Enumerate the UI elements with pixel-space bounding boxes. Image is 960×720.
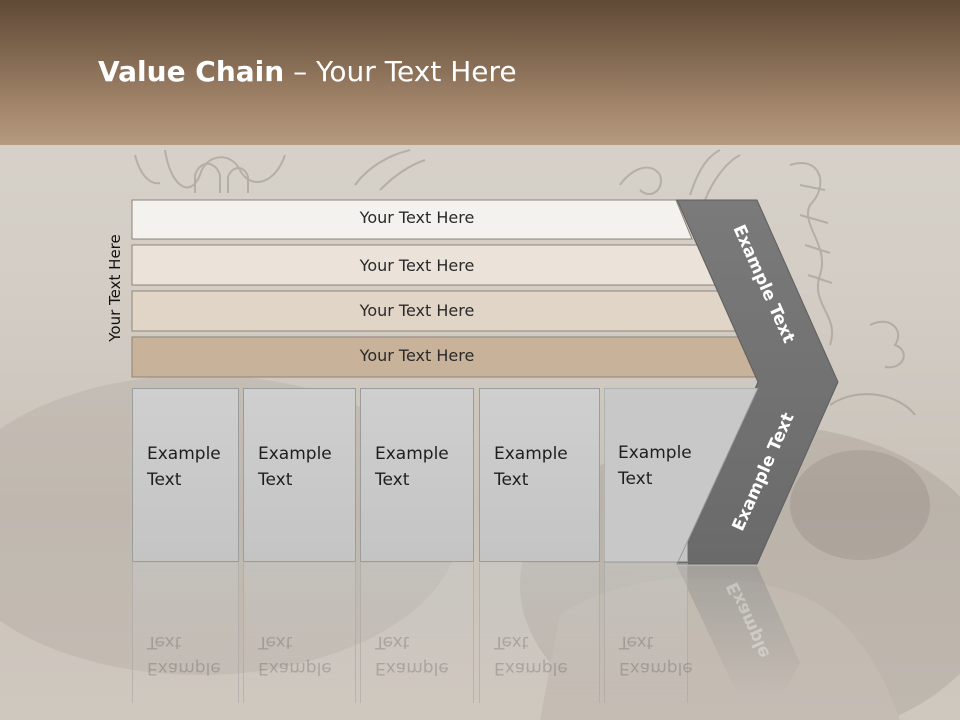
box-4-line2: Text — [494, 470, 529, 490]
title-banner — [0, 0, 960, 145]
bar-3-label: Your Text Here — [359, 301, 475, 320]
bar-1-shape — [131, 199, 693, 240]
page-title: Value Chain – Your Text Here — [98, 55, 517, 88]
box-4-reflection-line1: Example — [494, 658, 568, 678]
box-1-line1: Example — [147, 444, 221, 464]
box-2-reflection-line1: Example — [258, 658, 332, 678]
box-1-reflection: Example Text — [132, 563, 239, 703]
bar-2-label: Your Text Here — [359, 256, 475, 275]
box-5-reflection-line2: Text — [619, 632, 654, 652]
box-1-line2: Text — [147, 470, 182, 490]
box-5-reflection: Example Text — [604, 563, 693, 703]
chevron-arrow — [676, 199, 839, 565]
box-3-reflection-line2: Text — [375, 632, 410, 652]
box-5-text-line1: Example — [618, 443, 692, 463]
title-bold: Value Chain — [98, 55, 285, 88]
box-1-reflection-line2: Text — [147, 632, 182, 652]
box-3-reflection: Example Text — [360, 563, 474, 703]
box-2-line1: Example — [258, 444, 332, 464]
bar-1-label: Your Text Here — [359, 208, 475, 227]
box-1-reflection-line1: Example — [147, 658, 221, 678]
box-4-reflection: Example Text — [479, 563, 600, 703]
box-2-reflection-line2: Text — [258, 632, 293, 652]
box-3-reflection-line1: Example — [375, 658, 449, 678]
box-5-slant — [604, 388, 759, 563]
box-3-line2: Text — [375, 470, 410, 490]
chevron-reflection — [677, 566, 800, 700]
bar-4-label: Your Text Here — [359, 346, 475, 365]
box-5-text-line2: Text — [618, 469, 653, 489]
box-2-reflection: Example Text — [243, 563, 356, 703]
box-4-line1: Example — [494, 444, 568, 464]
box-5-reflection-line1: Example — [619, 658, 693, 678]
box-3-line1: Example — [375, 444, 449, 464]
box-2-line2: Text — [258, 470, 293, 490]
box-4-reflection-line2: Text — [494, 632, 529, 652]
title-rest: – Your Text Here — [284, 55, 517, 88]
